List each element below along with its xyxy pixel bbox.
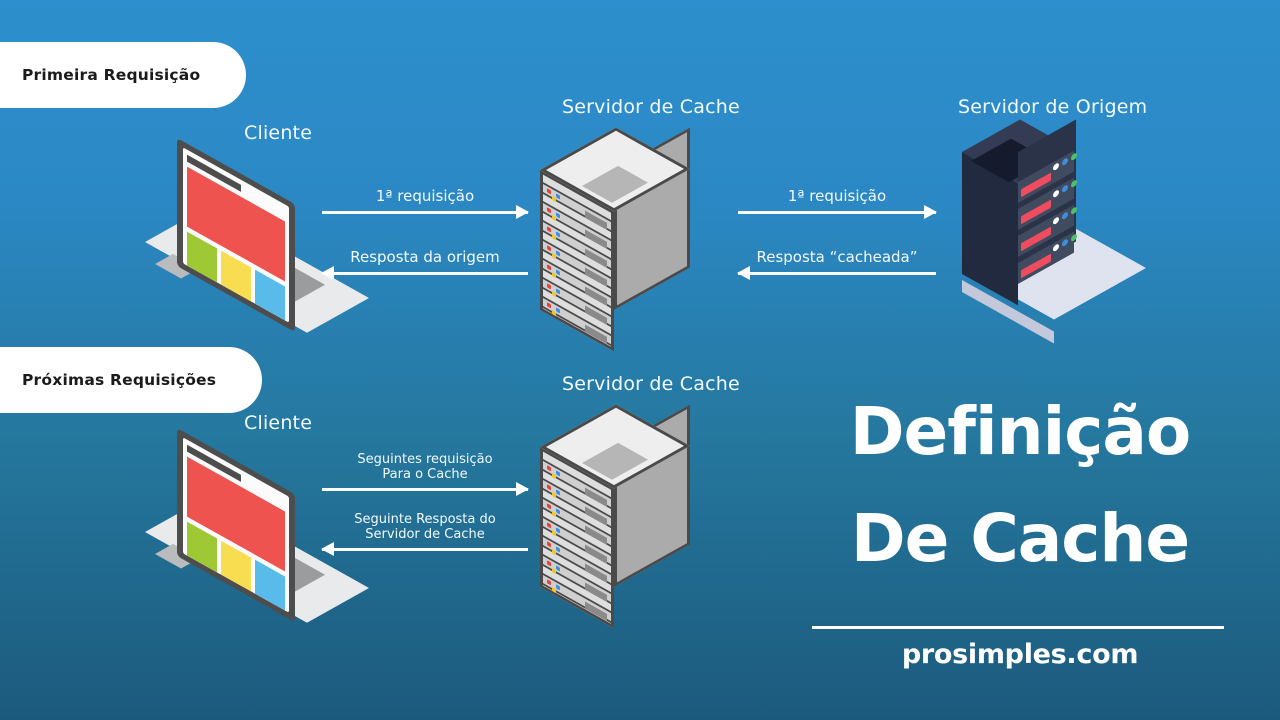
server-led — [547, 226, 551, 233]
server-led — [547, 264, 551, 271]
arrow-label-line1: Seguintes requisição — [357, 452, 493, 467]
server-led — [547, 522, 551, 529]
server-rack-icon-cache-first — [540, 127, 700, 352]
server-led — [1053, 243, 1059, 253]
arrow-cache-to-client-response: Resposta da origem — [321, 248, 528, 281]
arrow-label: 1ª requisição — [787, 187, 887, 205]
server-led — [1053, 189, 1059, 199]
server-led — [556, 193, 560, 200]
server-led — [556, 489, 560, 496]
arrow-origin-to-cache-response: Resposta “cacheada” — [737, 248, 936, 281]
arrow-label: 1ª requisição — [375, 187, 475, 205]
title-block: Definição De Cache — [806, 398, 1234, 573]
site-name: prosimples.com — [901, 639, 1139, 670]
laptop-screen — [177, 138, 295, 333]
server-led — [547, 207, 551, 214]
arrow-line — [321, 266, 528, 281]
server-led — [547, 484, 551, 491]
server-led — [547, 302, 551, 309]
arrow-label-line2: Para o Cache — [382, 467, 468, 483]
arrow-line — [737, 266, 936, 281]
server-led — [547, 541, 551, 548]
arrow-label: Resposta da origem — [350, 248, 500, 266]
arrow-line — [322, 205, 529, 220]
server-led — [1053, 162, 1059, 172]
arrow-label-line2: Servidor de Cache — [365, 527, 485, 543]
section-badge-next-requests-label: Próximas Requisições — [22, 371, 217, 389]
server-led — [1062, 238, 1068, 248]
caption-client-first: Cliente — [244, 122, 313, 144]
server-led — [556, 546, 560, 553]
server-led — [556, 269, 560, 276]
server-led — [547, 560, 551, 567]
server-led — [547, 188, 551, 195]
caption-client-next: Cliente — [244, 412, 313, 434]
server-led — [547, 283, 551, 290]
server-led — [547, 503, 551, 510]
server-led — [547, 579, 551, 586]
server-led — [556, 307, 560, 314]
title-divider — [812, 626, 1224, 629]
server-rack-icon-cache-next — [540, 404, 700, 629]
server-rack-dark-icon-origin — [962, 118, 1146, 344]
section-badge-next-requests: Próximas Requisições — [0, 347, 263, 413]
arrow-line — [322, 482, 529, 497]
server-led — [1062, 157, 1068, 167]
server-led — [556, 470, 560, 477]
server-led — [556, 565, 560, 572]
page-title-line2: De Cache — [850, 500, 1190, 578]
server-led — [1062, 184, 1068, 194]
server-led — [556, 508, 560, 515]
arrow-label-line1: Seguinte Resposta do — [354, 512, 496, 527]
arrow-label: Resposta “cacheada” — [756, 248, 918, 266]
caption-cache-server-first: Servidor de Cache — [562, 96, 740, 118]
server-led — [1053, 216, 1059, 226]
server-led — [556, 212, 560, 219]
section-badge-first-request: Primeira Requisição — [0, 42, 247, 108]
arrow-client-to-cache-request: 1ª requisição — [322, 187, 529, 220]
laptop-icon-client-first — [145, 138, 369, 333]
arrow-cache-to-origin-request: 1ª requisição — [738, 187, 937, 220]
arrow-line — [738, 205, 937, 220]
laptop-icon-client-next — [145, 428, 369, 623]
server-led — [556, 288, 560, 295]
server-led — [547, 245, 551, 252]
server-led — [556, 527, 560, 534]
arrow-cache-to-client-following-response: Seguinte Resposta do Servidor de Cache — [321, 512, 528, 557]
caption-cache-server-next: Servidor de Cache — [562, 373, 740, 395]
server-led — [1062, 211, 1068, 221]
server-led — [556, 231, 560, 238]
section-badge-first-request-label: Primeira Requisição — [22, 66, 201, 84]
arrow-client-to-cache-following-request: Seguintes requisição Para o Cache — [322, 452, 529, 497]
laptop-screen — [177, 428, 295, 623]
page-title-line1: Definição — [849, 393, 1192, 470]
arrow-line — [321, 542, 528, 557]
caption-origin-server: Servidor de Origem — [958, 96, 1148, 118]
server-led — [547, 465, 551, 472]
server-led — [556, 584, 560, 591]
server-led — [556, 250, 560, 257]
